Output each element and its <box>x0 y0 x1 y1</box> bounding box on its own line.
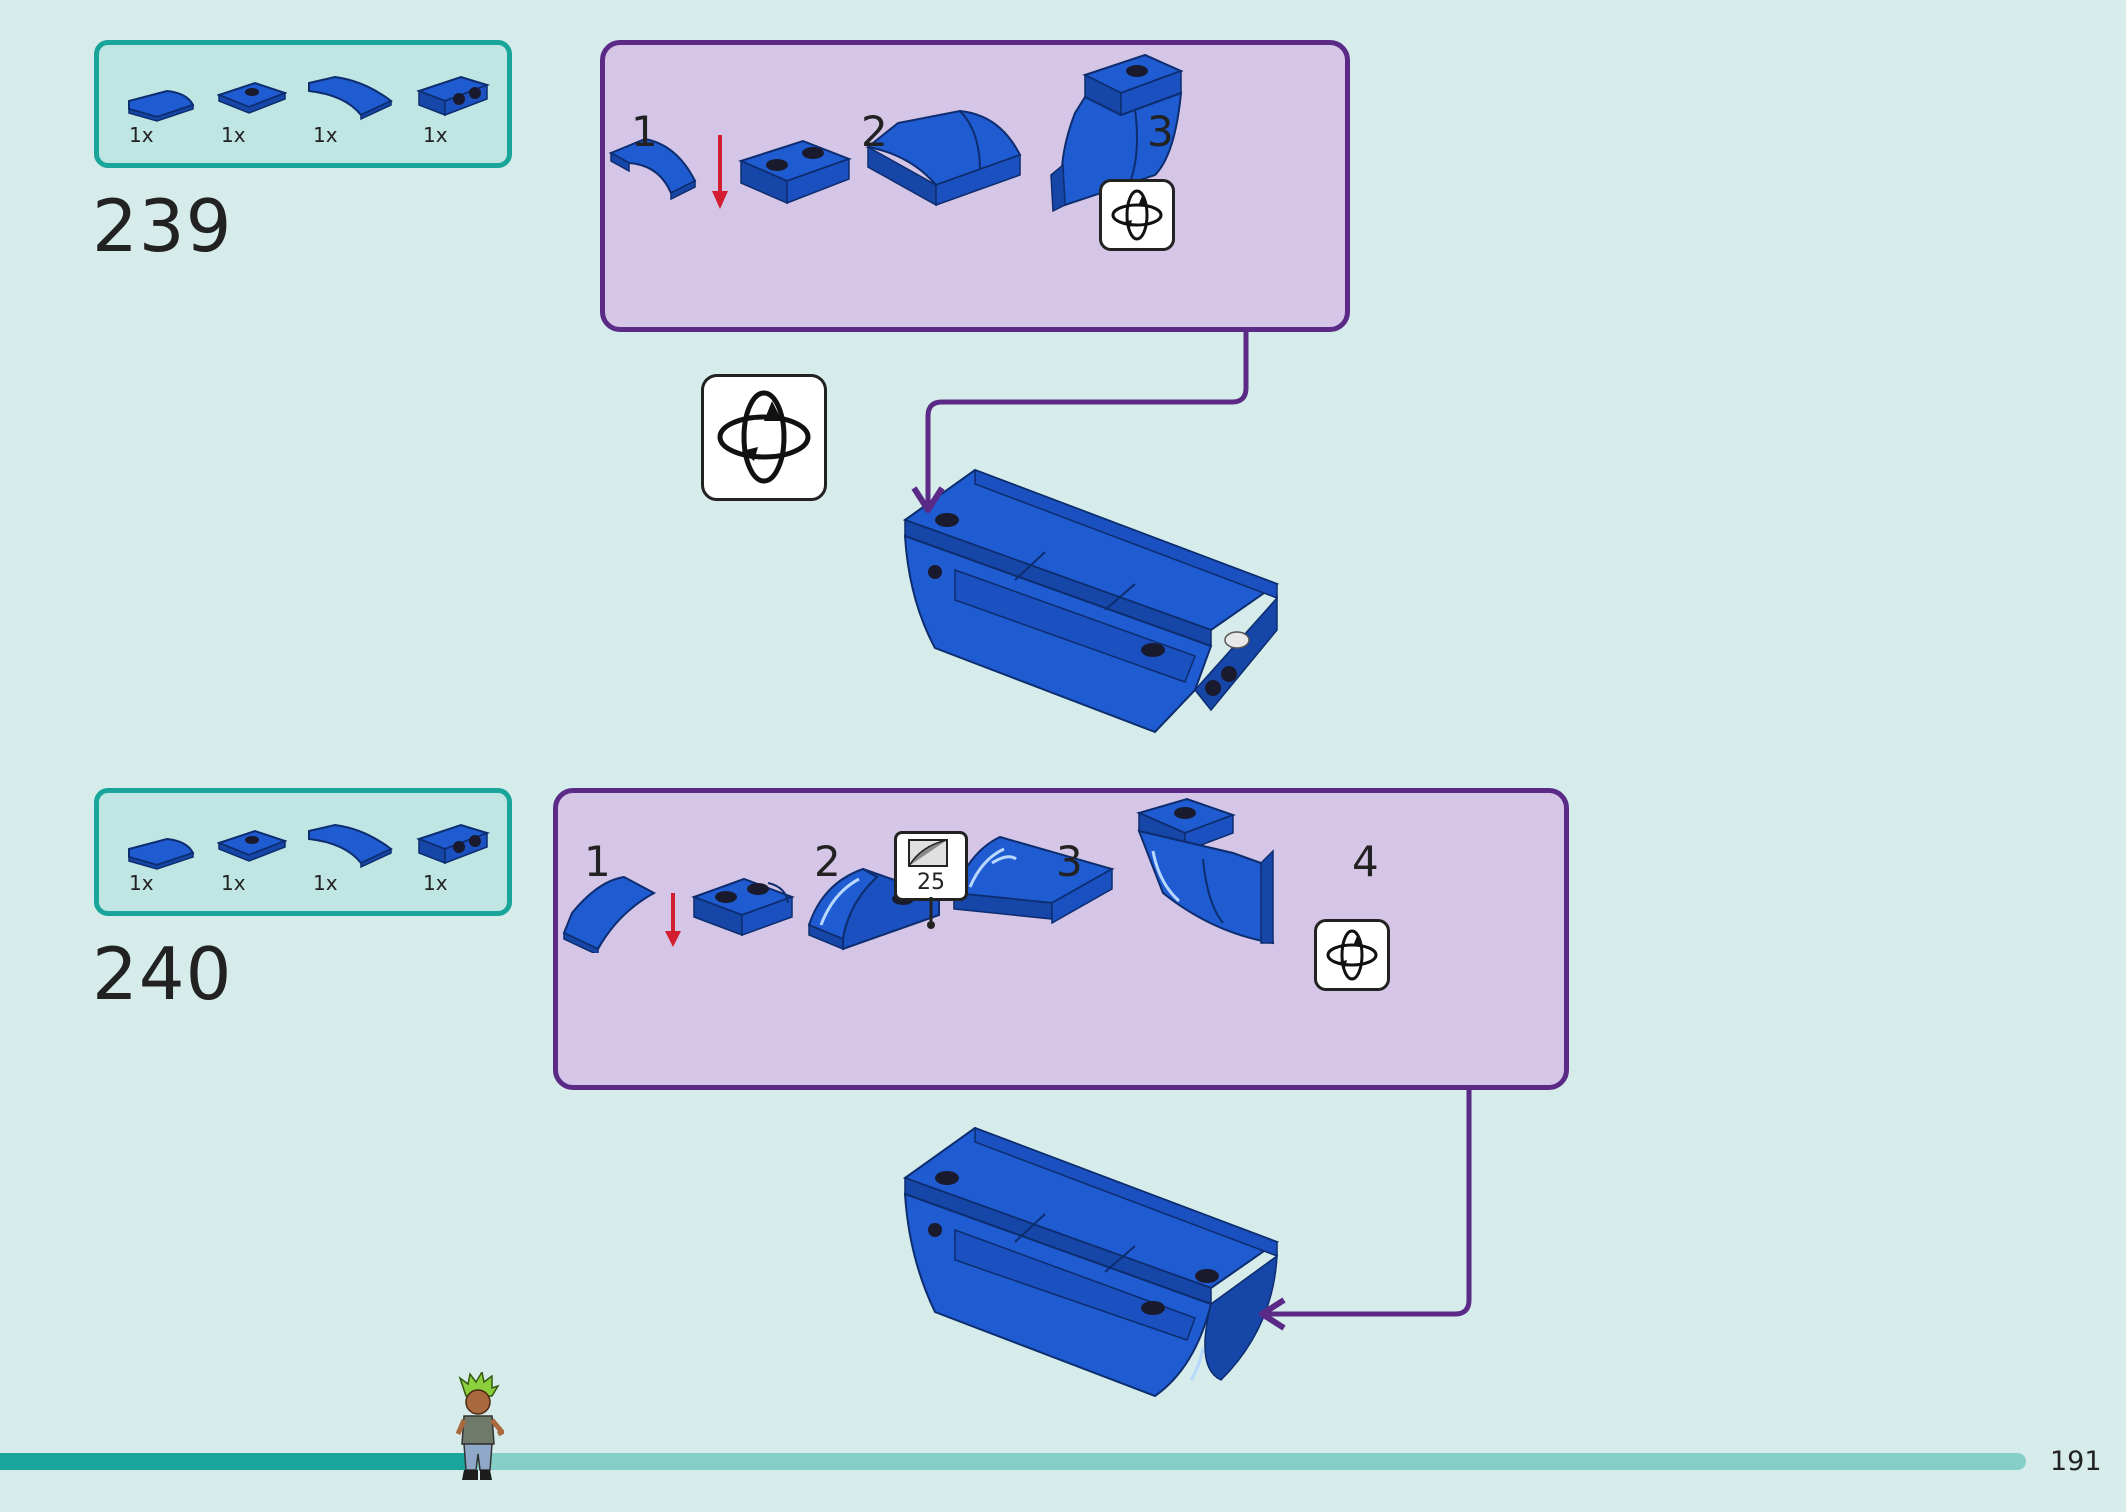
part-qty: 1x <box>313 871 338 895</box>
subassembly-box-239: 1 2 3 <box>600 40 1350 332</box>
rotate-icon <box>701 374 827 501</box>
curved-slope-long-icon <box>308 823 393 869</box>
part-qty: 1x <box>423 871 448 895</box>
plate-1x2-icon <box>738 139 853 205</box>
bracket-assembly-icon <box>1136 797 1275 945</box>
substep-number: 1 <box>584 837 611 886</box>
subassembly-box-240: 1 2 25 3 4 <box>553 788 1569 1090</box>
bracket-plate-icon <box>416 823 491 865</box>
insert-arrow-icon <box>712 135 729 209</box>
main-model-240 <box>902 1126 1280 1398</box>
step-number: 239 <box>92 184 233 268</box>
sticker-callout: 25 <box>894 831 968 901</box>
curved-slope-long-icon <box>308 75 393 121</box>
combined-slope-icon <box>952 835 1115 925</box>
sticker-number: 25 <box>917 870 945 895</box>
part-qty: 1x <box>129 123 154 147</box>
minifigure-icon <box>455 1372 504 1480</box>
curved-slope-icon <box>128 89 195 122</box>
part-qty: 1x <box>313 123 338 147</box>
rotate-icon <box>1099 179 1175 251</box>
curved-slope-icon <box>128 837 195 870</box>
part-qty: 1x <box>221 123 246 147</box>
progress-fill <box>0 1453 466 1470</box>
part-qty: 1x <box>129 871 154 895</box>
substep-number: 2 <box>861 107 888 156</box>
bracket-assembly-icon <box>1050 53 1185 213</box>
sticker-icon <box>908 839 948 867</box>
insert-arrow-icon <box>665 893 682 947</box>
combined-slope-icon <box>865 109 1022 207</box>
curved-slope-icon <box>608 137 697 201</box>
substep-number: 3 <box>1147 107 1174 156</box>
bracket-plate-icon <box>416 75 491 117</box>
rotate-icon <box>1314 919 1390 991</box>
substep-number: 1 <box>631 107 658 156</box>
plate-1x2-icon <box>217 829 287 862</box>
main-model-239 <box>902 468 1280 734</box>
substep-number: 2 <box>814 837 841 886</box>
sticker-pointer-line <box>927 897 935 929</box>
bracket-plate-icon <box>691 877 796 937</box>
parts-list-240: 1x 1x 1x 1x <box>94 788 512 916</box>
plate-1x2-icon <box>217 81 287 114</box>
substep-number: 3 <box>1056 837 1083 886</box>
part-qty: 1x <box>221 871 246 895</box>
curved-slope-icon <box>562 875 657 957</box>
progress-track <box>0 1453 2026 1470</box>
part-qty: 1x <box>423 123 448 147</box>
page-number: 191 <box>2050 1446 2102 1477</box>
parts-list-239: 1x 1x 1x 1x <box>94 40 512 168</box>
step-number: 240 <box>92 932 233 1016</box>
substep-number: 4 <box>1352 837 1379 886</box>
callout-arrow-240 <box>1268 1090 1472 1317</box>
